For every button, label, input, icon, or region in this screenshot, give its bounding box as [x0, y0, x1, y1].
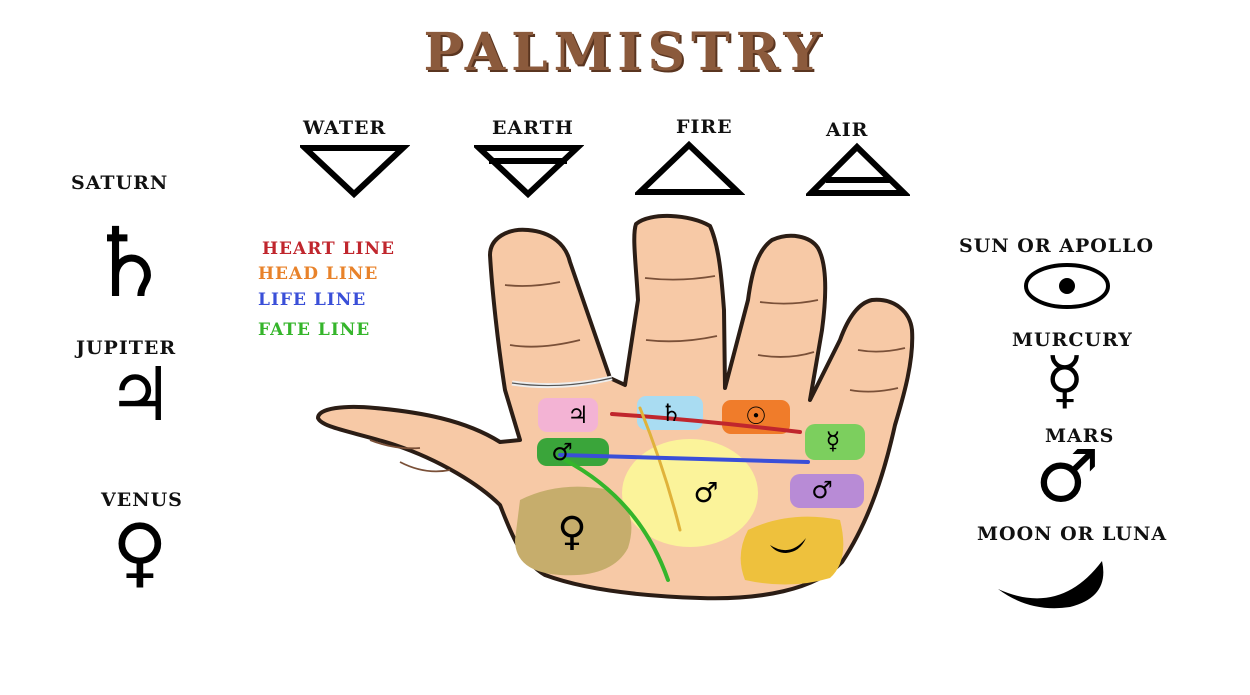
mount-mars-inner — [537, 438, 609, 466]
mount-symbol-jupiter: ♃ — [567, 401, 589, 429]
mount-symbol-mercury: ☿ — [826, 427, 841, 455]
mount-symbol-sun: ☉ — [745, 402, 767, 430]
mount-symbol-venus: ♀ — [557, 509, 586, 555]
mount-symbol-mars-inner: ♂ — [551, 438, 573, 466]
mount-symbol-plain-of-mars: ♂ — [693, 476, 718, 509]
mount-symbol-mars-outer: ♂ — [811, 476, 833, 504]
mount-symbol-saturn: ♄ — [660, 399, 682, 427]
